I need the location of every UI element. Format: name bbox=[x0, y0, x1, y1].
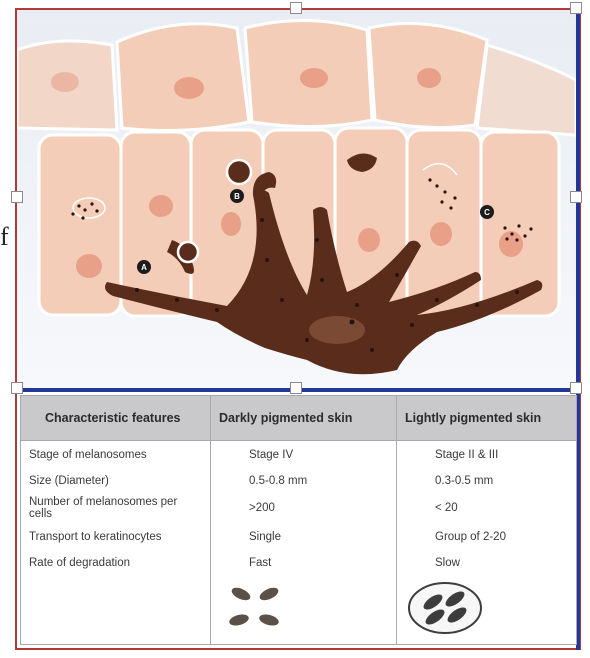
melanocyte-nucleus bbox=[309, 316, 365, 344]
table-row: Number of melanosomes per cells >200 < 2… bbox=[21, 493, 577, 523]
upper-cell-layer bbox=[17, 20, 576, 135]
light-value: < 20 bbox=[397, 493, 577, 523]
single-melanosomes-icon bbox=[219, 582, 289, 634]
light-melanosomes-cell bbox=[397, 575, 577, 645]
resize-handle-right[interactable] bbox=[570, 191, 582, 203]
resize-handle-top-right[interactable] bbox=[570, 2, 582, 14]
stray-text-fragment: f bbox=[0, 222, 9, 252]
melanosome-illustration-row bbox=[21, 575, 577, 645]
resize-handle-left[interactable] bbox=[11, 191, 23, 203]
light-value: Slow bbox=[397, 551, 577, 575]
row-label: Stage of melanosomes bbox=[21, 441, 211, 469]
svg-text:B: B bbox=[234, 192, 240, 201]
phagocytosed-vesicle bbox=[227, 160, 251, 184]
grouped-melanosomes-icon bbox=[405, 580, 485, 636]
dark-value: Stage IV bbox=[211, 441, 397, 469]
light-value: Group of 2-20 bbox=[397, 523, 577, 551]
table-header-row: Characteristic features Darkly pigmented… bbox=[21, 396, 577, 441]
svg-text:A: A bbox=[141, 263, 147, 272]
table-row: Rate of degradation Fast Slow bbox=[21, 551, 577, 575]
light-value: Stage II & III bbox=[397, 441, 577, 469]
header-characteristic-features: Characteristic features bbox=[21, 396, 211, 441]
dark-value: Fast bbox=[211, 551, 397, 575]
table-row: Transport to keratinocytes Single Group … bbox=[21, 523, 577, 551]
dark-value: Single bbox=[211, 523, 397, 551]
header-lightly-pigmented: Lightly pigmented skin bbox=[397, 396, 577, 441]
resize-handle-bottom[interactable] bbox=[290, 382, 302, 394]
empty-cell bbox=[21, 575, 211, 645]
resize-handle-bottom-left[interactable] bbox=[11, 382, 23, 394]
illustration-svg: A B C bbox=[17, 10, 576, 390]
header-darkly-pigmented: Darkly pigmented skin bbox=[211, 396, 397, 441]
melanocyte-illustration: A B C bbox=[17, 10, 576, 390]
fusion-vesicle bbox=[178, 242, 198, 262]
resize-handle-top[interactable] bbox=[290, 2, 302, 14]
label-c: C bbox=[480, 205, 494, 219]
svg-text:C: C bbox=[484, 208, 490, 217]
label-a: A bbox=[137, 260, 151, 274]
dark-value: 0.5-0.8 mm bbox=[211, 469, 397, 493]
table-row: Size (Diameter) 0.5-0.8 mm 0.3-0.5 mm bbox=[21, 469, 577, 493]
row-label: Size (Diameter) bbox=[21, 469, 211, 493]
dark-melanosomes-cell bbox=[211, 575, 397, 645]
resize-handle-bottom-right[interactable] bbox=[570, 382, 582, 394]
row-label: Number of melanosomes per cells bbox=[21, 493, 211, 523]
light-value: 0.3-0.5 mm bbox=[397, 469, 577, 493]
dark-value: >200 bbox=[211, 493, 397, 523]
comparison-table: Characteristic features Darkly pigmented… bbox=[20, 395, 576, 645]
row-label: Rate of degradation bbox=[21, 551, 211, 575]
row-label: Transport to keratinocytes bbox=[21, 523, 211, 551]
table-row: Stage of melanosomes Stage IV Stage II &… bbox=[21, 441, 577, 469]
label-b: B bbox=[230, 189, 244, 203]
